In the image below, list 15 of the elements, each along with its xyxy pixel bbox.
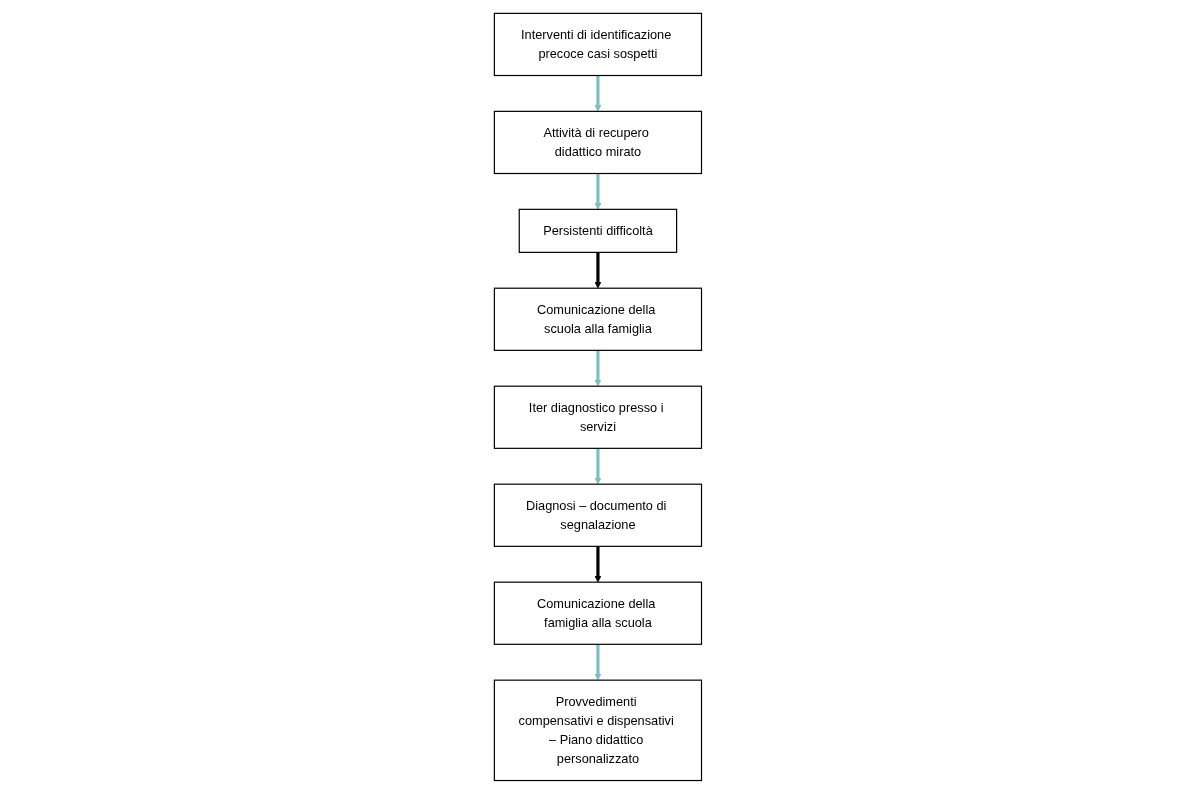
node-box: Attività di recupero didattico mirato bbox=[493, 110, 702, 175]
arrow bbox=[594, 75, 601, 112]
arrow bbox=[594, 252, 601, 289]
arrow bbox=[594, 644, 601, 681]
node-box: Comunicazione della famiglia alla scuola bbox=[493, 581, 702, 645]
node-box: Interventi di identificazione precoce casi sospetti bbox=[493, 12, 702, 77]
node-box: Persistenti difficoltà bbox=[518, 208, 677, 253]
arrow bbox=[594, 173, 601, 210]
node-box: Provvedimenti compensativi e dispensativi – Piano didattico personalizzato bbox=[493, 679, 702, 782]
node-box: Comunicazione della scuola alla famiglia bbox=[493, 287, 702, 351]
node-box: Iter diagnostico presso i servizi bbox=[493, 385, 702, 449]
arrow bbox=[594, 448, 601, 485]
arrow bbox=[594, 350, 601, 387]
node-box: Diagnosi – documento di segnalazione bbox=[493, 483, 702, 547]
arrow bbox=[594, 546, 601, 583]
